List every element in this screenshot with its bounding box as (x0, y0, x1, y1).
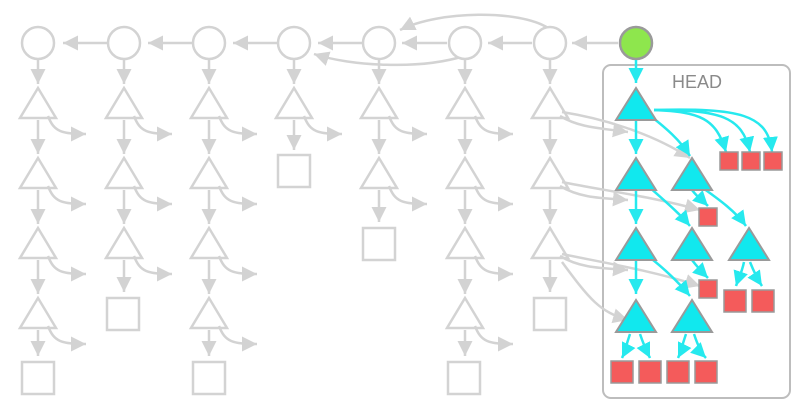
commit-chain (20, 13, 654, 67)
tree-triangle (17, 155, 59, 190)
commit-node-2 (106, 25, 142, 61)
tree-triangle (273, 85, 315, 120)
head-blob-square (719, 151, 739, 171)
tree-triangle (529, 225, 571, 260)
tree-triangle (358, 155, 400, 190)
head-blob-square (763, 151, 783, 171)
tree-triangle (188, 85, 230, 120)
old-trees (17, 60, 701, 396)
head-blob-square (698, 207, 718, 227)
blob-square (361, 226, 397, 262)
commit-node-6 (447, 25, 483, 61)
commit-node-head (618, 25, 654, 61)
head-blob-square (638, 360, 662, 384)
tree-triangle (188, 155, 230, 190)
commit-node-1 (20, 25, 56, 61)
head-tree-triangle (614, 226, 658, 261)
tree-triangle (444, 295, 486, 330)
head-blob-square (698, 279, 718, 299)
tree-triangle (17, 85, 59, 120)
head-tree-triangle (614, 86, 658, 121)
tree-triangle (358, 85, 400, 120)
blob-square (105, 296, 141, 332)
head-tree-triangle (670, 298, 714, 333)
tree-triangle (444, 155, 486, 190)
blob-square (20, 360, 56, 396)
commit-node-7 (532, 25, 568, 61)
blob-square (276, 153, 312, 189)
head-tree-triangle (727, 226, 771, 261)
head-label: HEAD (672, 72, 722, 92)
blob-square (191, 360, 227, 396)
tree-triangle (103, 155, 145, 190)
tree-triangle (103, 225, 145, 260)
tree-triangle (529, 155, 571, 190)
head-blob-square (610, 360, 634, 384)
head-tree (610, 60, 783, 384)
tree-triangle (529, 85, 571, 120)
tree-triangle (444, 85, 486, 120)
head-blob-square (694, 360, 718, 384)
tree-triangle (17, 295, 59, 330)
tree-triangle (188, 225, 230, 260)
head-blob-square (751, 289, 775, 313)
commit-node-3 (191, 25, 227, 61)
tree-triangle (17, 225, 59, 260)
head-tree-triangle (670, 156, 714, 191)
tree-triangle (444, 225, 486, 260)
head-tree-triangle (670, 226, 714, 261)
commit-node-4 (276, 25, 312, 61)
blob-square (446, 360, 482, 396)
head-blob-square (666, 360, 690, 384)
commit-node-5 (361, 25, 397, 61)
head-tree-triangle (614, 156, 658, 191)
tree-triangle (188, 295, 230, 330)
blob-square (532, 296, 568, 332)
head-blob-square (723, 289, 747, 313)
head-blob-square (741, 151, 761, 171)
tree-triangle (103, 85, 145, 120)
head-tree-triangle (614, 298, 658, 333)
